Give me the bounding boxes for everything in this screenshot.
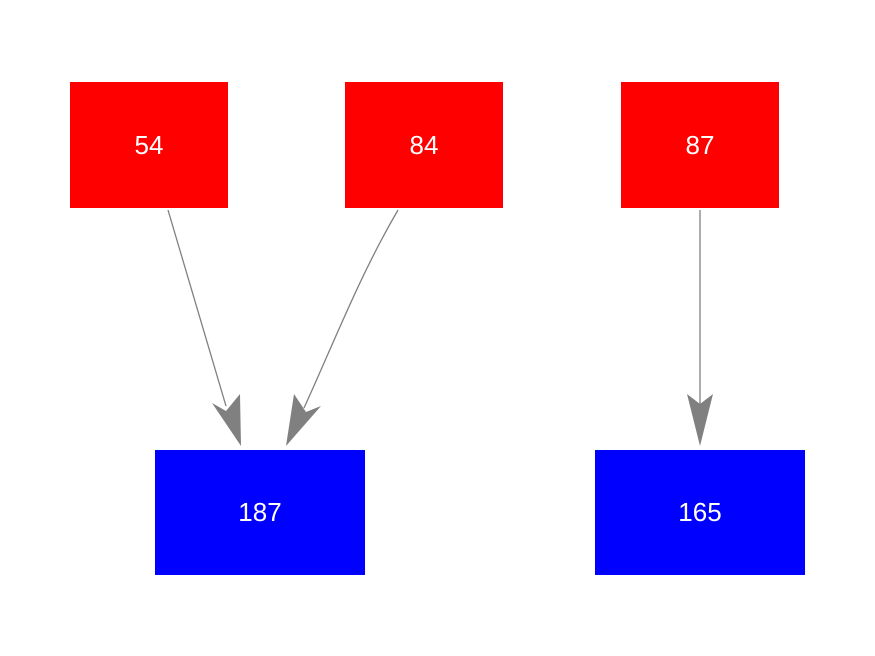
node-165: 165 xyxy=(595,450,805,575)
node-54: 54 xyxy=(70,82,228,208)
arrowhead-icon xyxy=(687,394,713,446)
node-84: 84 xyxy=(345,82,503,208)
node-label: 54 xyxy=(134,129,164,160)
node-187: 187 xyxy=(155,450,365,575)
node-label: 165 xyxy=(678,497,722,527)
edge-84-to-187 xyxy=(286,209,399,446)
edge-87-to-165 xyxy=(687,210,713,446)
node-label: 84 xyxy=(409,129,439,160)
node-label: 187 xyxy=(238,497,282,527)
node-87: 87 xyxy=(621,82,779,208)
edge-54-to-187 xyxy=(167,209,241,446)
node-label: 87 xyxy=(685,129,715,160)
arrowhead-icon xyxy=(212,394,241,446)
arrowhead-icon xyxy=(286,394,321,446)
